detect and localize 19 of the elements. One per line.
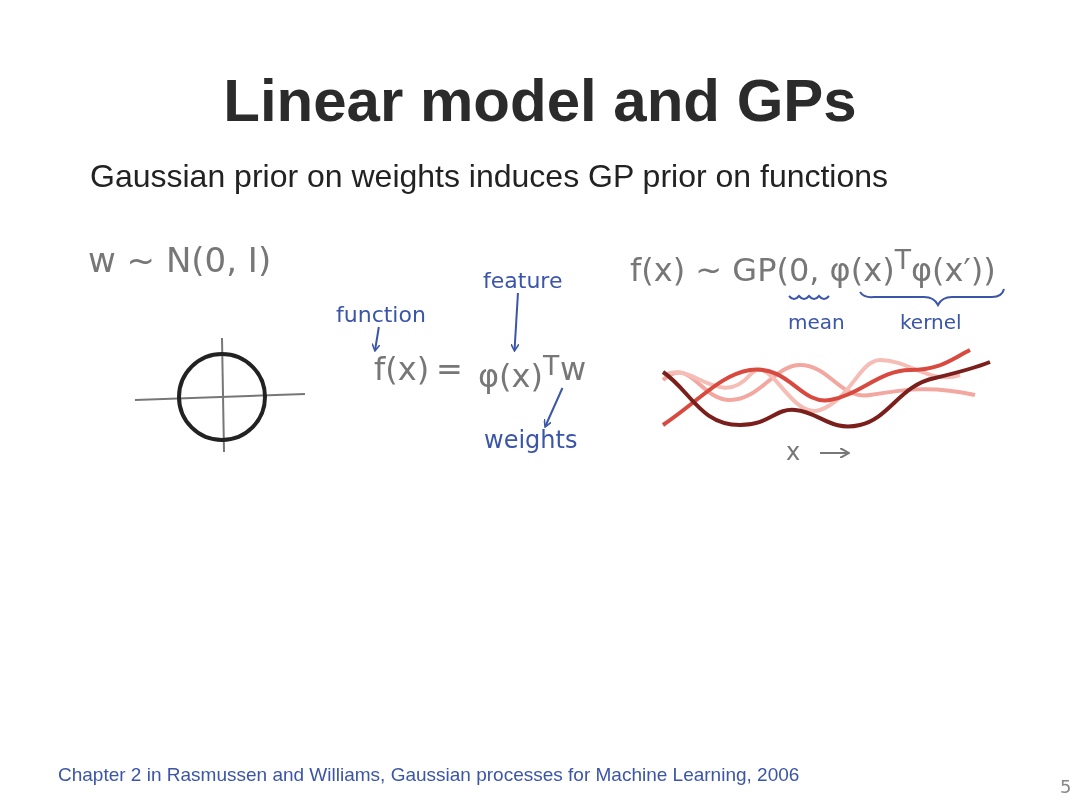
annotation-label: feature [483,268,563,293]
page-number: 5 [1060,776,1072,797]
citation-text: Chapter 2 in Rasmussen and Williams, Gaussian processes for Machine Learning, 2006 [58,764,800,786]
formula-text: w ~ N(0, I) [88,240,272,280]
annotation-label: weights [484,426,578,454]
annotation-text: mean [788,310,845,334]
annotation-label: function [336,302,426,327]
leader-line [543,387,564,428]
formula-text: w [560,350,587,388]
formula-text: φ(x)$^{T}$ [478,350,560,395]
formula-text: f(x) ~ GP(0, φ(x)$^{T}$φ(x′)) [630,244,996,289]
slide-title: Linear model and GPs [222,66,858,135]
annotation-text: kernel [900,310,962,334]
formula-text: f(x) [374,350,430,388]
leader-line [371,326,381,352]
leader-line [510,292,520,352]
subtitle-text: Gaussian prior on weights induces GP prior on functions [90,158,889,195]
axis-label: x [786,438,801,466]
equals-sign: = [436,350,463,388]
